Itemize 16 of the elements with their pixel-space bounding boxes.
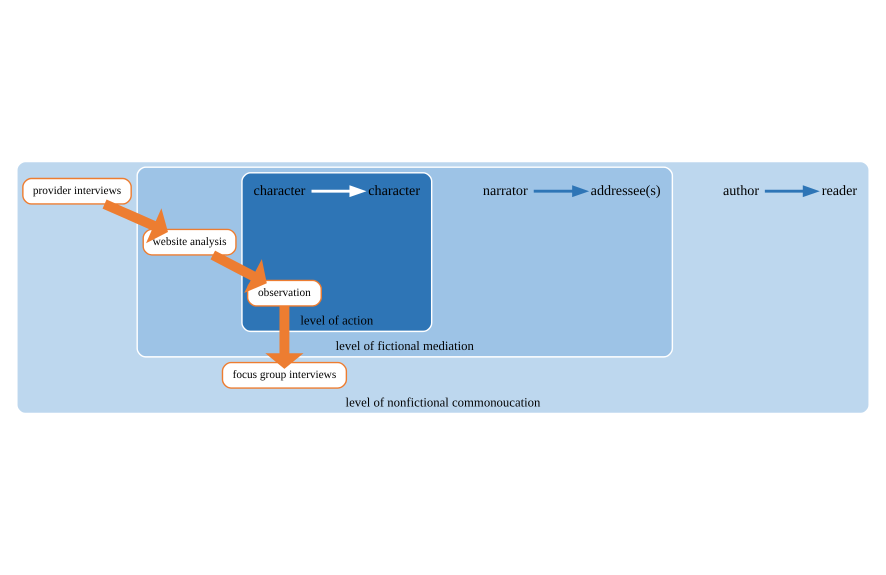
node-text: author — [722, 182, 760, 199]
node-box: focus group interviews — [222, 362, 348, 389]
node-box: observation — [246, 280, 322, 307]
node-text: addressee(s) — [590, 182, 661, 199]
node-text: narrator — [482, 182, 528, 199]
arrow — [265, 306, 304, 369]
node-text: reader — [822, 182, 858, 199]
node-text: character — [254, 182, 306, 199]
node-box: provider interviews — [22, 178, 132, 205]
arrow — [210, 250, 267, 293]
arrow — [764, 185, 820, 198]
node-box: website analysis — [142, 228, 237, 256]
arrow — [102, 200, 168, 244]
node-text: character — [368, 182, 420, 199]
arrow — [534, 185, 590, 198]
arrow — [312, 185, 366, 198]
